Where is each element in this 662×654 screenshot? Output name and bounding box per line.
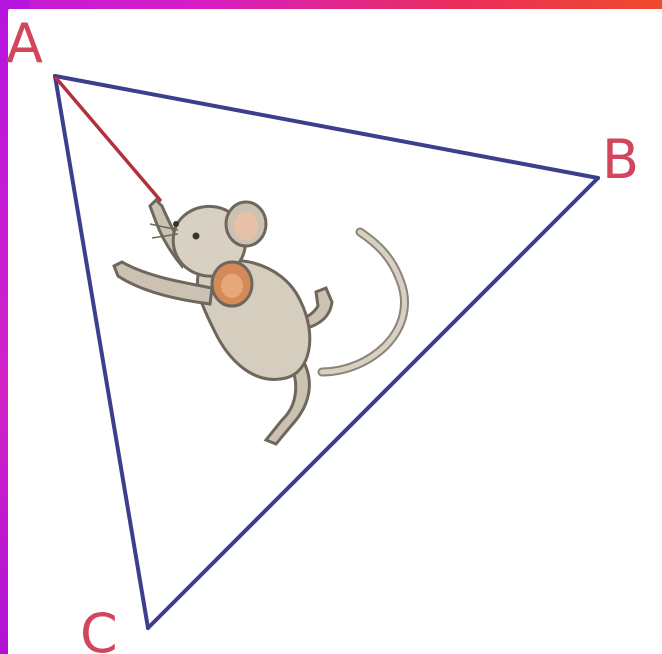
mouse-illustration [112, 197, 410, 446]
vertex-label-c: C [80, 602, 118, 654]
side-ab [53, 74, 600, 180]
vertex-label-a: A [6, 12, 43, 75]
leash-segment [54, 76, 162, 202]
vertex-label-b: B [602, 128, 639, 191]
side-bc [146, 176, 600, 630]
side-ca [53, 74, 150, 630]
diagram-canvas [8, 9, 662, 654]
